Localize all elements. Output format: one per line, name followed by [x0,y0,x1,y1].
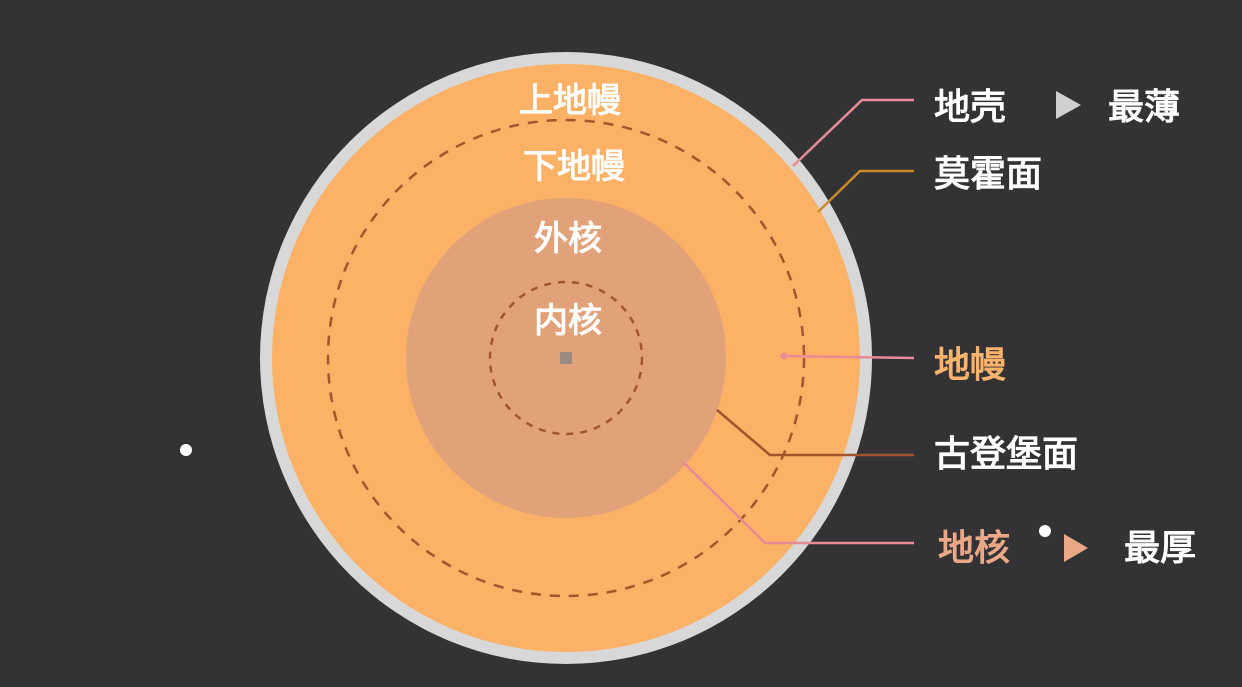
decor-dot-right [1039,525,1051,537]
callout-crust-note: 最薄 [1108,87,1180,128]
earth-center-marker [560,352,572,364]
leader-line-crust [792,98,914,167]
leader-line-core [682,461,914,545]
callout-mantle: 地幔 [934,345,1006,386]
leader-line-gutenberg [716,409,914,457]
leader-line-mantle [783,354,915,360]
decor-dot-left [180,444,192,456]
triangle-right-icon [1064,534,1088,562]
core-boundary-dashed [488,280,644,436]
label-lower-mantle: 下地幔 [523,147,625,187]
callout-core: 地核 [938,528,1010,569]
callout-core-note: 最厚 [1124,528,1196,569]
triangle-right-icon [1056,91,1081,119]
leader-line-moho [817,169,914,213]
mantle-boundary-dashed [326,118,806,598]
label-outer-core: 外核 [534,219,602,259]
callout-crust: 地壳 [934,87,1006,128]
leader-dot-mantle [780,352,788,360]
label-upper-mantle: 上地幔 [519,81,621,121]
label-inner-core: 内核 [534,301,602,341]
callout-moho: 莫霍面 [934,154,1042,195]
callout-gutenberg: 古登堡面 [934,434,1078,475]
